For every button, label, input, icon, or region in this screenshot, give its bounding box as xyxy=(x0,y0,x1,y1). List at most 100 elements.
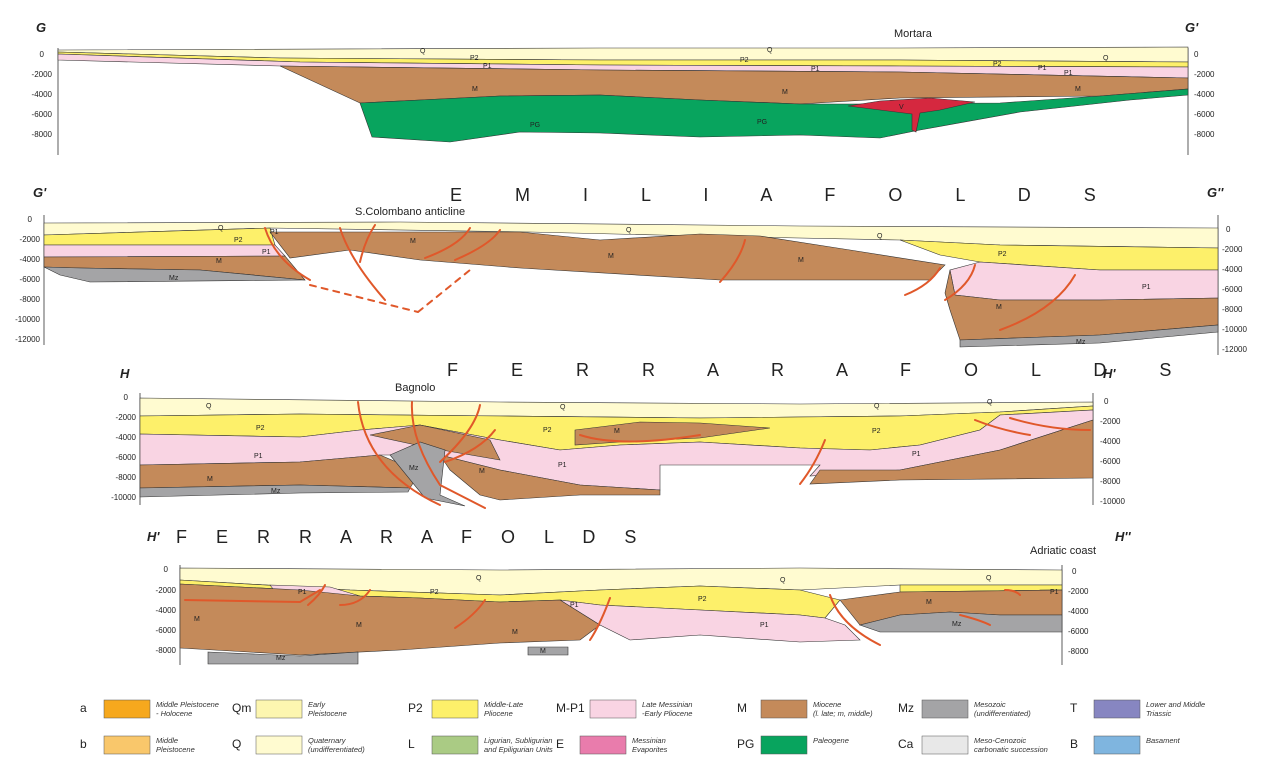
unit-label: Q xyxy=(626,227,632,234)
legend-description: Middle xyxy=(156,736,178,745)
unit-label: M xyxy=(614,428,620,435)
legend-description: and Epiligurian Units xyxy=(484,745,553,754)
unit-labels: Q Q P2 P2 P1 P1 P1 P1 P2 Q M M M V PG PG xyxy=(420,47,1109,129)
legend-description: Messinian xyxy=(632,736,666,745)
tick-label: -10000 xyxy=(1100,497,1125,506)
tick-label: -4000 xyxy=(156,606,177,615)
fault-line xyxy=(589,597,611,641)
unit-mz xyxy=(43,266,1219,348)
legend-description: (l. late; m, middle) xyxy=(813,709,873,718)
legend-swatch xyxy=(103,735,151,755)
faults xyxy=(264,224,1076,331)
unit-label: Mz xyxy=(271,488,281,495)
legend-description: Quaternary xyxy=(308,736,347,745)
depth-axis-left: 0 -2000 -4000 -6000 -8000 -10000 -12000 xyxy=(15,215,45,345)
tick-label: -4000 xyxy=(1222,265,1243,274)
tick-label: -8000 xyxy=(1068,647,1089,656)
unit-label: P2 xyxy=(430,589,439,596)
tick-label: -4000 xyxy=(1068,607,1089,616)
fault-line xyxy=(357,401,441,506)
unit-label: M xyxy=(1075,86,1081,93)
unit-label: P1 xyxy=(270,229,279,236)
fault-line xyxy=(184,589,321,604)
fault-line xyxy=(904,267,941,296)
tick-label: -10000 xyxy=(111,493,136,502)
unit-label: M xyxy=(996,304,1002,311)
unit-label: P1 xyxy=(811,66,820,73)
legend-code: PG xyxy=(737,737,754,751)
unit-label: P2 xyxy=(234,237,243,244)
section-right-label: G' xyxy=(1185,20,1199,35)
fault-line xyxy=(309,269,471,313)
unit-label: P1 xyxy=(570,602,579,609)
tick-label: -6000 xyxy=(1194,110,1215,119)
legend-swatch xyxy=(255,699,303,719)
tick-label: -2000 xyxy=(1100,417,1121,426)
tick-label: -2000 xyxy=(1194,70,1215,79)
fault-line xyxy=(1009,417,1091,431)
legend-description: carbonatic succession xyxy=(974,745,1048,754)
tick-label: -2000 xyxy=(156,586,177,595)
legend-swatch xyxy=(579,735,627,755)
unit-label: M xyxy=(410,238,416,245)
legend-description: Miocene xyxy=(813,700,841,709)
tick-label: -6000 xyxy=(1100,457,1121,466)
legend-description: Basament xyxy=(1146,736,1181,745)
unit-label: P1 xyxy=(254,453,263,460)
legend-swatch xyxy=(921,699,969,719)
unit-label: P2 xyxy=(740,57,749,64)
fault-line xyxy=(339,227,386,301)
depth-axis-right: 0 -2000 -4000 -6000 -8000 -10000 xyxy=(1092,393,1125,506)
unit-label: P2 xyxy=(998,251,1007,258)
unit-label: P1 xyxy=(483,63,492,70)
legend-description: (undifferentiated) xyxy=(308,745,365,754)
tick-label: -6000 xyxy=(156,626,177,635)
unit-label: Q xyxy=(476,575,482,582)
section-h1-h2: H' H'' F E R R A R A F O L D S Adriatic … xyxy=(147,527,1131,665)
tick-label: -8000 xyxy=(156,646,177,655)
unit-labels: Q P1 P2 M M M Mz P1 M Mz Q P2 P1 Q M Mz … xyxy=(194,575,1059,662)
legend-swatch xyxy=(1093,699,1141,719)
unit-label: M xyxy=(540,648,546,655)
tick-label: -8000 xyxy=(116,473,137,482)
unit-label: M xyxy=(512,629,518,636)
legend-code: Qm xyxy=(232,701,251,715)
tick-label: 0 xyxy=(164,565,169,574)
legend-code: a xyxy=(80,701,87,715)
unit-label: M xyxy=(782,89,788,96)
legend-description: Early xyxy=(308,700,326,709)
fault-line xyxy=(454,229,501,261)
section-right-label: H'' xyxy=(1115,529,1131,544)
faults xyxy=(184,584,1021,646)
unit-mz xyxy=(207,611,1063,665)
legend-swatch xyxy=(589,699,637,719)
section-left-label: H' xyxy=(147,529,160,544)
faults xyxy=(357,401,1091,509)
fault-line xyxy=(1004,589,1021,596)
tick-label: -6000 xyxy=(20,275,41,284)
fault-line xyxy=(424,227,471,259)
unit-label: P2 xyxy=(993,61,1002,68)
legend-description: (undifferentiated) xyxy=(974,709,1031,718)
depth-axis-left: 0 -2000 -4000 -6000 -8000 xyxy=(156,565,181,665)
unit-pg xyxy=(359,88,1189,143)
tick-label: 0 xyxy=(1104,397,1109,406)
section-left-label: H xyxy=(120,366,130,381)
tick-label: 0 xyxy=(1194,50,1199,59)
tick-label: -6000 xyxy=(1222,285,1243,294)
place-label-adriatic-coast: Adriatic coast xyxy=(1030,545,1096,557)
fault-line xyxy=(974,419,1031,436)
section-g1-g2: G' G'' E M I L I A F O L D S S.Colombano… xyxy=(15,185,1247,355)
legend-description: Paleogene xyxy=(813,736,849,745)
unit-label: M xyxy=(207,476,213,483)
unit-label: Q xyxy=(206,403,212,410)
depth-axis-left: 0 -2000 -4000 -6000 -8000 -10000 xyxy=(111,393,141,505)
section-title: E M I L I A F O L D S xyxy=(450,185,1120,205)
tick-label: -10000 xyxy=(1222,325,1247,334)
fault-line xyxy=(799,439,826,485)
section-left-label: G xyxy=(36,20,46,35)
